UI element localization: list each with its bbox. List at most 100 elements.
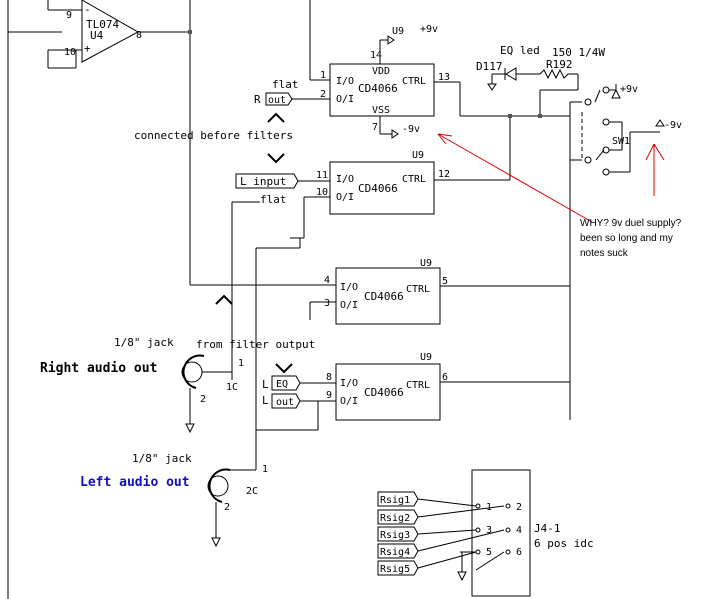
l-prefix-2: L: [262, 394, 269, 407]
flat-label-1: flat: [272, 78, 299, 91]
u9b-pin10: 10: [316, 187, 328, 198]
u9c-ctrl: CTRL: [406, 284, 430, 295]
idc-header: J4-1 6 pos idc Rsig1 Rsig2 Rsig3 Rsig4 R…: [377, 469, 594, 597]
u9d-ref: U9: [420, 352, 432, 363]
u9-gate-b: L input flat 11 10 U9 I/O CD4066 O/I CTR…: [235, 114, 542, 239]
u9a-vplus: +9v: [420, 24, 438, 35]
idc-pin-4: 4: [516, 525, 522, 536]
u9a-pin2: 2: [320, 89, 326, 100]
right-jack-title: Right audio out: [40, 361, 157, 376]
left-rails: [7, 0, 77, 599]
r-out-label: out: [268, 95, 286, 106]
led-label: EQ led: [500, 44, 540, 57]
left-jack-pin2: 2: [224, 502, 230, 513]
led-res-ref: R192: [546, 58, 573, 71]
u9b-oi: O/I: [336, 192, 354, 203]
left-jack-pin1: 1: [262, 464, 268, 475]
opamp-plus-sign: +: [84, 42, 91, 55]
u9c-pin5: 5: [442, 276, 448, 287]
r-prefix: R: [254, 93, 261, 106]
u9a-pin7: 7: [372, 122, 378, 133]
u9-gate-a: U9 +9v 14 VDD I/O CD4066 O/I VSS CTRL 1 …: [290, 0, 570, 139]
eq-led: EQ led 150 1/4W D117 R192: [476, 44, 605, 116]
u9c-pin4: 4: [324, 275, 330, 286]
u9a-ref: U9: [392, 26, 404, 37]
u9a-vminus: -9v: [402, 124, 420, 135]
u9a-io: I/O: [336, 76, 354, 87]
u9a-pin1: 1: [320, 70, 326, 81]
u9b-ref: U9: [412, 150, 424, 161]
u9b-ctrl: CTRL: [402, 174, 426, 185]
l-input-label: L input: [240, 175, 286, 188]
u9a-part: CD4066: [358, 82, 398, 95]
u9b-io: I/O: [336, 174, 354, 185]
r-out-connector: R out flat connected before filters: [134, 78, 299, 164]
u9d-pin8: 8: [326, 372, 332, 383]
idc-pin-5: 5: [486, 547, 492, 558]
u9-gate-d: L EQ L out 8 9 U9 I/O CD4066 O/I CTRL 6: [256, 352, 570, 431]
red-annotation: WHY? 9v duel supply? been so long and my…: [437, 133, 682, 259]
u9d-oi: O/I: [340, 396, 358, 407]
idc-pin-1: 1: [486, 502, 492, 513]
idc-pin-3: 3: [486, 525, 492, 536]
right-jack: 1/8" jack from filter output Right audio…: [40, 336, 315, 434]
idc-sig-4: Rsig4: [380, 547, 410, 558]
u9c-part: CD4066: [364, 290, 404, 303]
opamp-pin-minus: 9: [66, 10, 72, 21]
opamp-part: TL074: [86, 18, 119, 31]
u9c-oi: O/I: [340, 300, 358, 311]
u9a-pin13: 13: [438, 72, 450, 83]
u9a-pin14: 14: [370, 50, 382, 61]
idc-sig-3: Rsig3: [380, 530, 410, 541]
l-out-label: out: [276, 397, 294, 408]
u9c-ref: U9: [420, 258, 432, 269]
u9a-vss: VSS: [372, 105, 390, 116]
l-eq-label: EQ: [276, 379, 288, 390]
right-jack-pin2: 2: [200, 394, 206, 405]
idc-sig-2: Rsig2: [380, 513, 410, 524]
u9-gate-c: 4 3 U9 I/O CD4066 O/I CTRL 5: [190, 201, 570, 470]
idc-pin-6: 6: [516, 547, 522, 558]
sw-vminus: -9v: [664, 120, 682, 131]
u9b-pin11: 11: [316, 170, 328, 181]
why-note-3: notes suck: [580, 248, 629, 259]
idc-sig-5: Rsig5: [380, 564, 410, 575]
switch-sw1: +9v SW1 -9v: [569, 84, 682, 420]
opamp-pin-out: 8: [136, 30, 142, 41]
sw-ref: SW1: [612, 136, 630, 147]
u9a-ctrl: CTRL: [402, 76, 426, 87]
connected-note: connected before filters: [134, 129, 293, 142]
opamp-minus-sign: -: [84, 3, 91, 16]
u9a-oi: O/I: [336, 94, 354, 105]
opamp-u4: 9 10 - + TL074 U4 8: [62, 0, 192, 285]
idc-pin-2: 2: [516, 502, 522, 513]
u9d-ctrl: CTRL: [406, 380, 430, 391]
u9b-pin12: 12: [438, 169, 450, 180]
right-jack-pin1: 1: [238, 358, 244, 369]
u9b-part: CD4066: [358, 182, 398, 195]
right-jack-label: 1/8" jack: [114, 336, 174, 349]
flat-label-2: flat: [260, 193, 287, 206]
left-jack-title: Left audio out: [80, 475, 190, 490]
left-jack-ref: 2C: [246, 486, 258, 497]
idc-ref: J4-1: [534, 522, 561, 535]
opamp-ref: U4: [90, 29, 104, 42]
sw-vplus: +9v: [620, 84, 638, 95]
led-res-value: 150 1/4W: [552, 46, 605, 59]
right-jack-ref: 1C: [226, 382, 238, 393]
u9d-pin6: 6: [442, 372, 448, 383]
u9c-pin3: 3: [324, 298, 330, 309]
left-jack: 1/8" jack Left audio out 1 2C 2: [80, 452, 268, 548]
from-filter-note: from filter output: [196, 338, 315, 351]
u9c-io: I/O: [340, 282, 358, 293]
idc-desc: 6 pos idc: [534, 537, 594, 550]
opamp-pin-plus: 10: [64, 47, 76, 58]
idc-sig-1: Rsig1: [380, 495, 410, 506]
u9d-pin9: 9: [326, 390, 332, 401]
left-jack-label: 1/8" jack: [132, 452, 192, 465]
u9d-part: CD4066: [364, 386, 404, 399]
u9a-vdd: VDD: [372, 66, 390, 77]
led-ref: D117: [476, 60, 503, 73]
u9d-io: I/O: [340, 378, 358, 389]
